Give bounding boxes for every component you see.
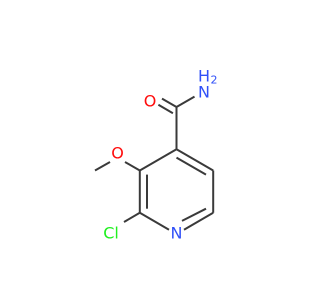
bond-c2-cl xyxy=(123,211,141,223)
atom-amide-n-h: H xyxy=(198,67,210,86)
bond-c5-c4-double xyxy=(176,156,207,176)
bond-c-o-double-b xyxy=(157,103,174,115)
bond-c4-c3 xyxy=(139,148,178,172)
bond-n1-c6-double xyxy=(181,207,207,222)
atom-amide-n-symbol: N xyxy=(198,83,210,102)
atom-cl: Cl xyxy=(103,224,119,243)
bond-omethoxy-ch3 xyxy=(94,161,111,172)
atom-amide-o: O xyxy=(144,92,157,111)
bond-c-o-double-a xyxy=(161,97,178,108)
bond-c3-omethoxy xyxy=(124,161,141,172)
bond-c5-c4 xyxy=(175,148,214,172)
atom-amide-n-h-count: 2 xyxy=(211,74,218,87)
atom-amide-n: N H 2 xyxy=(198,67,218,102)
bond-c-n xyxy=(175,95,196,108)
bond-c2-n1 xyxy=(139,211,170,231)
structure-diagram: O N H 2 O N Cl xyxy=(94,67,218,243)
atom-methoxy-o: O xyxy=(111,144,124,163)
atom-ring-n: N xyxy=(171,224,183,243)
bonds xyxy=(94,95,215,231)
bond-n1-c6 xyxy=(183,211,214,231)
atom-labels: O N H 2 O N Cl xyxy=(103,67,217,243)
